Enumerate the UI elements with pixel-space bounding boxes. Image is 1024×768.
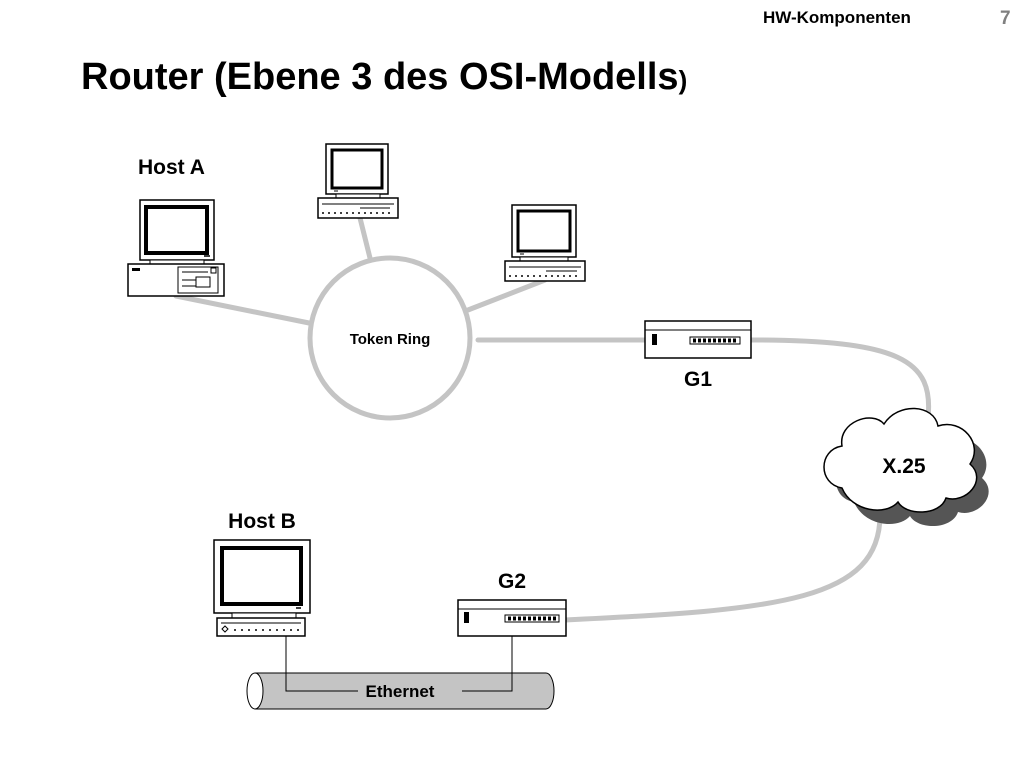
slide-title-main: Router (Ebene 3 des OSI-Modells [81, 56, 679, 98]
link-x25-g2 [562, 512, 883, 623]
router-g2 [457, 599, 567, 637]
g1-label: G1 [684, 368, 712, 391]
host-b-computer [213, 539, 311, 637]
drop-line-host-b [285, 636, 358, 692]
token-ring: Token Ring [307, 255, 473, 421]
slide-title-closing-paren: ) [678, 65, 688, 95]
host-a-computer [127, 199, 225, 297]
ethernet-cable-body [255, 672, 555, 710]
ethernet-cable-end [246, 672, 264, 710]
router-g1 [644, 320, 752, 359]
x25-cloud [823, 407, 989, 527]
link-g1-x25 [747, 337, 932, 421]
drop-line-g2 [462, 636, 513, 692]
link-host-a-ring [173, 293, 317, 327]
header-section-title: HW-Komponenten [763, 8, 911, 27]
workstation-right [504, 204, 586, 282]
ethernet-label: Ethernet [366, 682, 435, 701]
x25-cloud-body [823, 407, 978, 513]
host-a-label: Host A [138, 156, 205, 179]
x25-label: X.25 [882, 455, 926, 478]
host-b-label: Host B [228, 510, 296, 533]
page-number: 7 [1000, 8, 1011, 29]
token-ring-label: Token Ring [350, 331, 431, 348]
slide-title: Router (Ebene 3 des OSI-Modells) [81, 56, 687, 99]
workstation-top [317, 143, 399, 219]
link-top-ws-ring [357, 215, 374, 265]
connection-lines [173, 215, 932, 623]
g2-label: G2 [498, 570, 526, 593]
link-right-ws-ring [465, 277, 548, 313]
ethernet-cable [246, 636, 555, 710]
token-ring-circle [307, 255, 473, 421]
